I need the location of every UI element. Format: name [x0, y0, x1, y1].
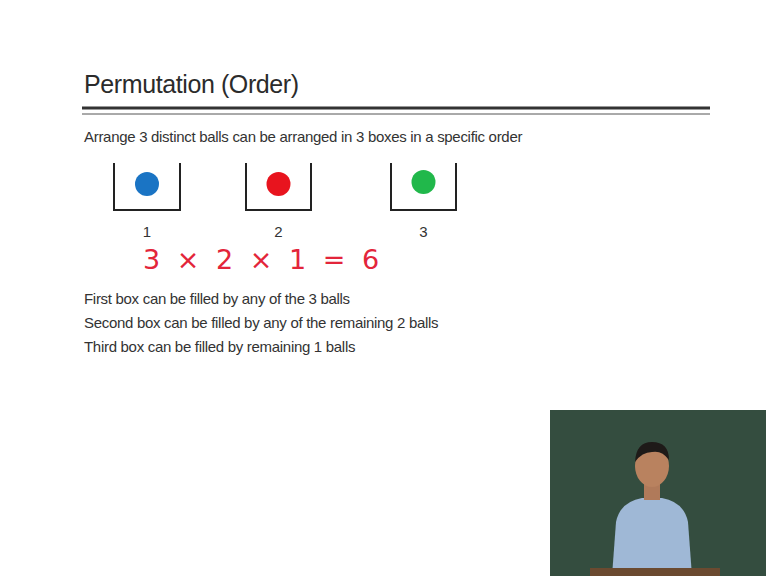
ball [267, 172, 291, 196]
rule-thick [82, 107, 710, 110]
slide-text: Second box can be filled by any of the r… [84, 314, 438, 331]
board-shade [550, 410, 766, 576]
box-node: 3 [390, 163, 457, 241]
box-number: 2 [274, 223, 282, 240]
slide-title: Permutation (Order) [84, 70, 299, 99]
open-box-outline [113, 163, 181, 211]
box-number: 3 [419, 223, 427, 240]
box-node: 2 [245, 163, 312, 241]
chalkboard [550, 410, 766, 576]
handwritten-equation: 3 × 2 × 1 = 6 [143, 244, 383, 275]
person-shirt [612, 498, 692, 576]
podium [590, 568, 720, 576]
open-box-outline [245, 163, 312, 211]
video-inset [550, 410, 766, 576]
slide-text: First box can be filled by any of the 3 … [84, 290, 350, 307]
ball [135, 172, 159, 196]
rule-thin [82, 114, 710, 115]
ball [412, 170, 436, 194]
box-walls [114, 163, 180, 210]
slide-text: Third box can be filled by remaining 1 b… [84, 338, 355, 355]
box-number: 1 [143, 223, 151, 240]
box-walls [391, 163, 456, 210]
box-node: 1 [113, 163, 181, 241]
open-box-outline [390, 163, 457, 211]
box-walls [246, 163, 311, 210]
slide-text: Arrange 3 distinct balls can be arranged… [84, 128, 522, 145]
person-hair [635, 442, 669, 462]
